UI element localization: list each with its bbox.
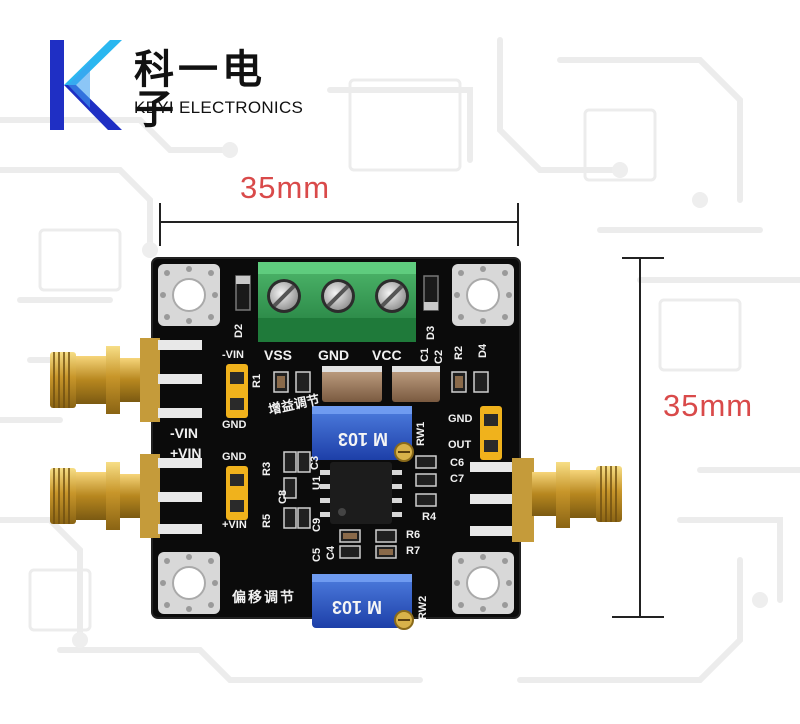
designator-d2: D2 xyxy=(233,323,245,338)
mounting-holes xyxy=(158,264,514,614)
offset-potentiometer xyxy=(312,574,414,630)
jumper-bottom-left xyxy=(226,466,248,520)
designator-r5: R5 xyxy=(261,513,273,528)
connector-label-pos-vin: +VIN xyxy=(170,445,202,461)
designator-c4: C4 xyxy=(325,545,337,560)
terminal-block xyxy=(258,262,416,342)
jumper-right xyxy=(480,406,502,460)
designator-d3: D3 xyxy=(425,325,437,340)
designator-c5: C5 xyxy=(311,547,323,562)
sma-connector-neg-vin xyxy=(50,338,202,422)
jumper-label-out: OUT xyxy=(448,439,472,451)
designator-rw1: RW1 xyxy=(415,421,427,446)
terminal-label-gnd: GND xyxy=(318,347,350,363)
designator-c6: C6 xyxy=(450,457,465,469)
height-dimension-label: 35mm xyxy=(663,388,754,423)
designator-r1: R1 xyxy=(251,373,263,388)
terminal-label-vss: VSS xyxy=(264,347,293,363)
gain-potentiometer xyxy=(312,406,414,462)
designator-c7: C7 xyxy=(450,473,465,485)
jumper-label-gnd-top: GND xyxy=(222,419,247,431)
designator-r2: R2 xyxy=(453,345,465,360)
op-amp-chip xyxy=(320,462,402,524)
designator-c8: C8 xyxy=(277,489,289,504)
offset-pot-marking: M 103 xyxy=(332,597,383,617)
designator-d4: D4 xyxy=(477,343,489,358)
jumper-label-pos-vin: +VIN xyxy=(222,519,247,531)
designator-rw2: RW2 xyxy=(417,595,429,620)
connector-label-neg-vin: -VIN xyxy=(170,425,198,441)
sma-connector-pos-vin xyxy=(50,454,202,538)
designator-u1: U1 xyxy=(311,475,323,490)
designator-c9: C9 xyxy=(311,517,323,532)
designator-c2: C2 xyxy=(433,349,445,364)
terminal-label-vcc: VCC xyxy=(372,347,402,363)
sma-connector-out xyxy=(470,458,622,542)
jumper-top-left xyxy=(226,364,248,418)
jumper-label-gnd-bottom: GND xyxy=(222,451,247,463)
brand-logo-icon xyxy=(50,40,122,130)
brand-name-english: KEYI ELECTRONICS xyxy=(134,98,304,117)
designator-r7: R7 xyxy=(406,545,421,557)
jumper-label-gnd-right: GND xyxy=(448,413,473,425)
designator-c1: C1 xyxy=(419,347,431,362)
designator-r3: R3 xyxy=(261,461,273,476)
offset-adjust-label: 偏移调节 xyxy=(232,589,296,605)
designator-c3: C3 xyxy=(309,455,321,470)
brand-name-chinese: 科一电子 xyxy=(134,47,266,133)
jumper-label-neg-vin: -VIN xyxy=(222,349,244,361)
designator-r6: R6 xyxy=(406,529,421,541)
brand-block: 科一电子 KEYI ELECTRONICS xyxy=(50,40,303,133)
gain-pot-marking: M 103 xyxy=(338,429,389,449)
designator-r4: R4 xyxy=(422,511,437,523)
width-dimension-label: 35mm xyxy=(240,170,331,205)
